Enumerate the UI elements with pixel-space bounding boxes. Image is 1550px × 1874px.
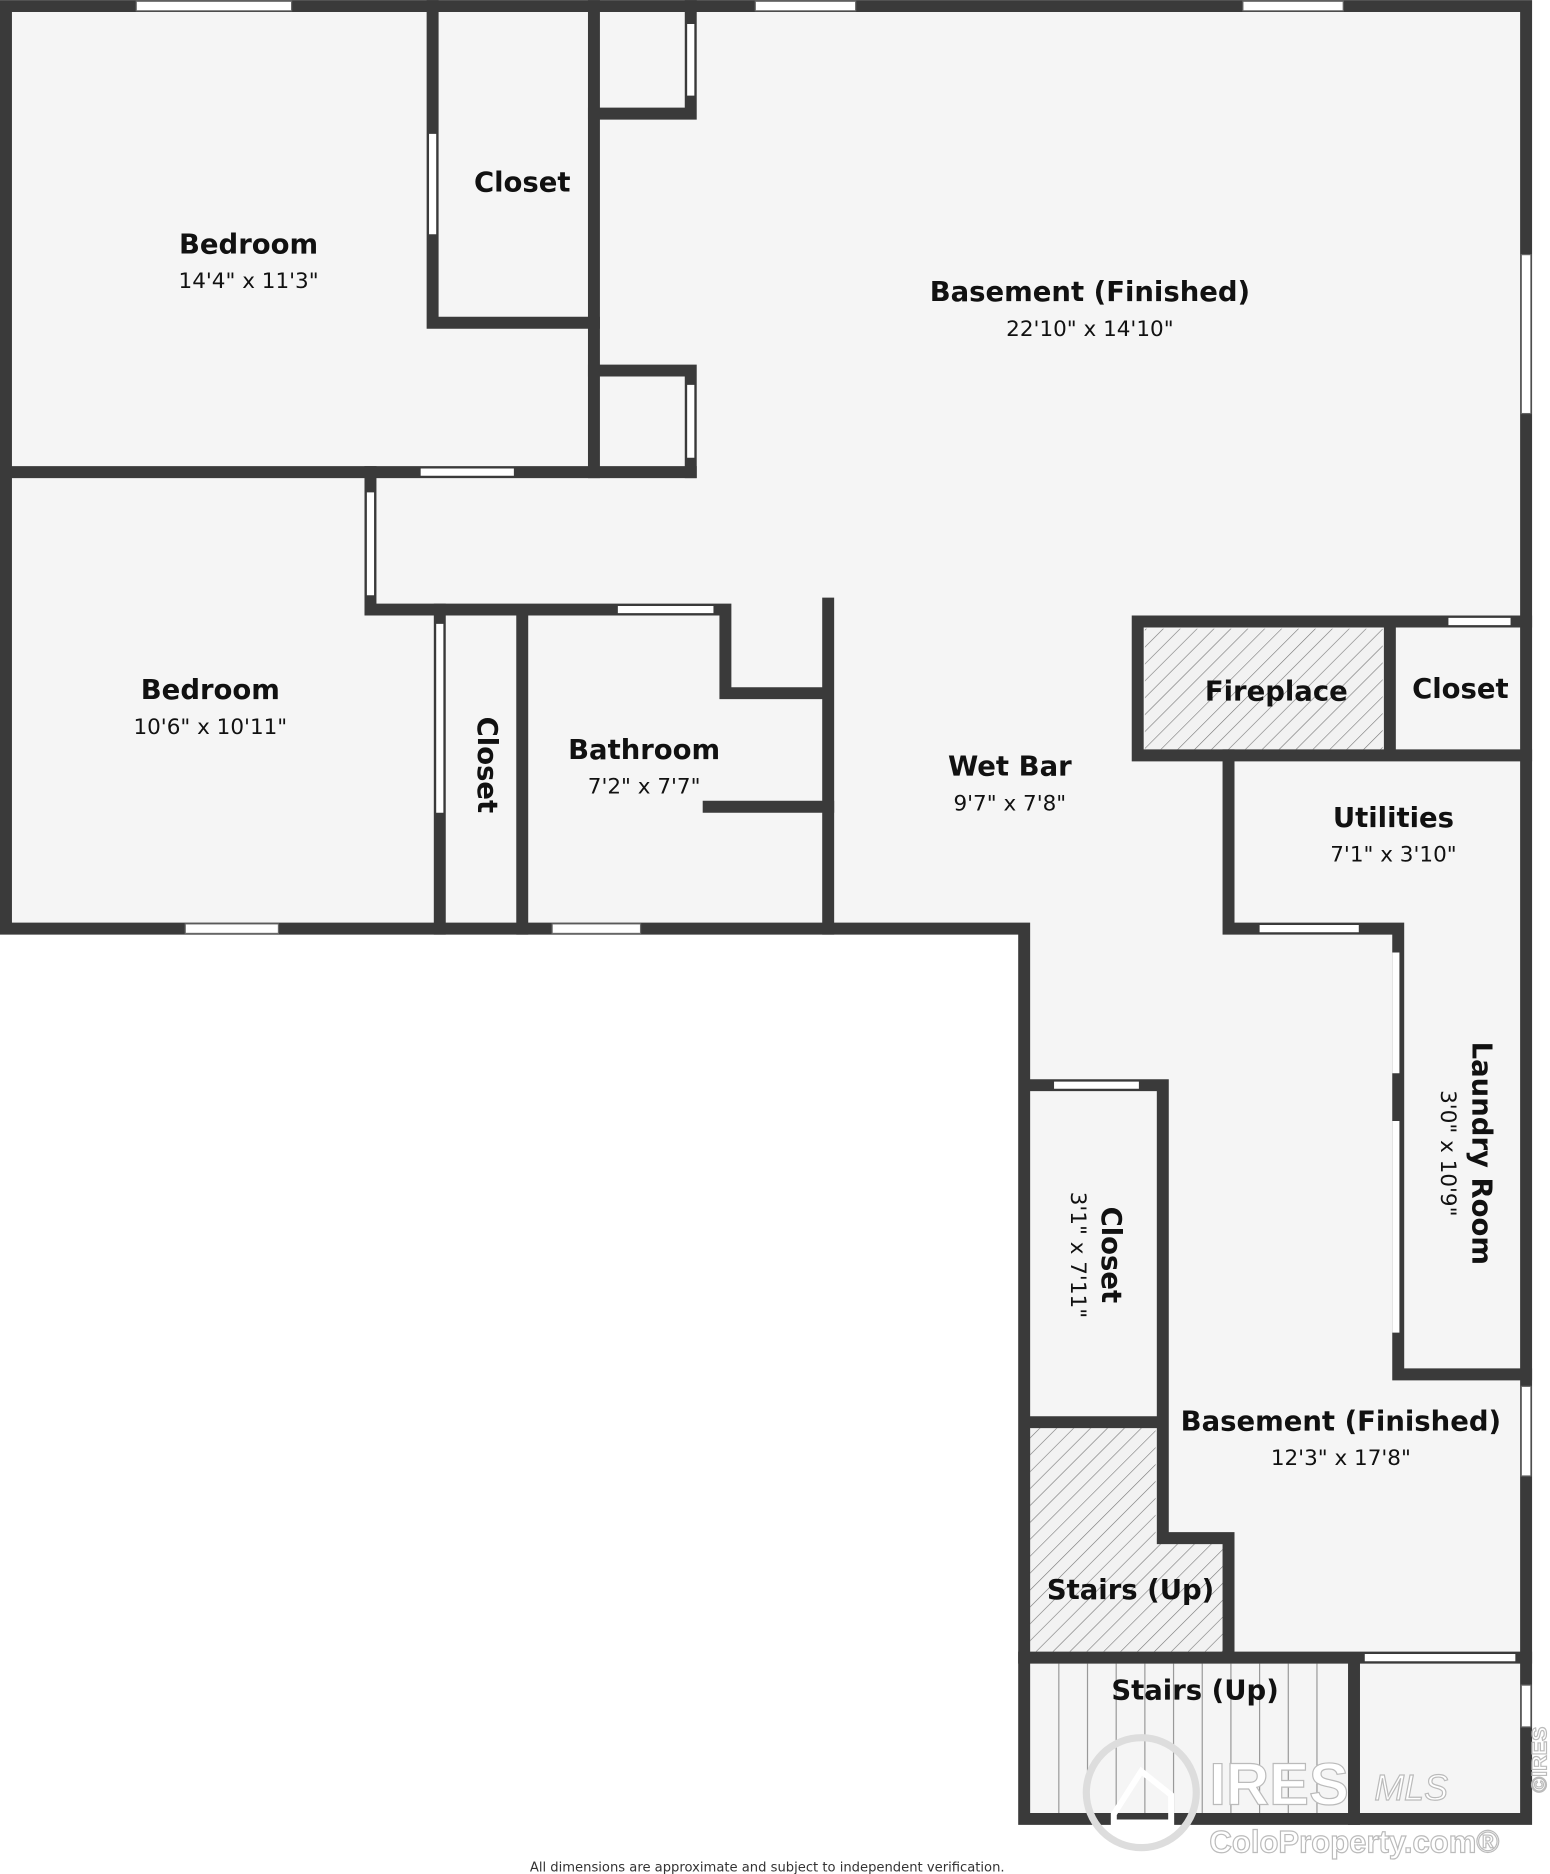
room-closet-3: Closet (1412, 673, 1509, 705)
stair-treads (1058, 1663, 1318, 1813)
doors (366, 23, 1516, 1662)
stairs-hatch (1030, 1428, 1229, 1652)
room-closet-2: Closet (471, 717, 503, 814)
room-bedroom-1: Bedroom 14'4" x 11'3" (179, 228, 319, 294)
room-closet-1: Closet (474, 166, 571, 198)
svg-text:MLS: MLS (1374, 1768, 1448, 1808)
svg-text:7'1" x 3'10": 7'1" x 3'10" (1330, 843, 1456, 868)
watermark: IRES MLS ColoProperty.com® ©IRES (1082, 1726, 1550, 1860)
svg-text:Basement (Finished): Basement (Finished) (930, 276, 1250, 308)
svg-text:3'0" x 10'9": 3'0" x 10'9" (1435, 1090, 1460, 1216)
room-utilities: Utilities 7'1" x 3'10" (1330, 802, 1456, 868)
svg-text:9'7" x 7'8": 9'7" x 7'8" (953, 791, 1066, 816)
room-stairs-1: Stairs (Up) (1047, 1574, 1214, 1606)
fireplace-hatch (1144, 628, 1383, 750)
svg-text:Basement (Finished): Basement (Finished) (1181, 1406, 1501, 1438)
floor-fill (5, 6, 1527, 1819)
svg-text:Stairs (Up): Stairs (Up) (1111, 1674, 1278, 1706)
svg-text:Closet: Closet (1412, 673, 1509, 705)
svg-text:22'10" x 14'10": 22'10" x 14'10" (1006, 317, 1173, 342)
svg-text:Bedroom: Bedroom (141, 674, 280, 706)
room-bedroom-2: Bedroom 10'6" x 10'11" (133, 674, 287, 740)
room-bathroom: Bathroom 7'2" x 7'7" (568, 734, 720, 800)
room-basement-1: Basement (Finished) 22'10" x 14'10" (930, 276, 1250, 342)
svg-text:Bathroom: Bathroom (568, 734, 720, 766)
svg-text:ColoProperty.com®: ColoProperty.com® (1209, 1824, 1499, 1859)
svg-text:Stairs (Up): Stairs (Up) (1047, 1574, 1214, 1606)
svg-text:Closet: Closet (471, 717, 503, 814)
svg-text:Closet: Closet (1095, 1207, 1127, 1304)
svg-text:12'3" x 17'8": 12'3" x 17'8" (1271, 1446, 1411, 1471)
svg-text:Wet Bar: Wet Bar (948, 751, 1072, 783)
disclaimer: All dimensions are approximate and subje… (530, 1861, 1005, 1874)
svg-text:Laundry Room: Laundry Room (1465, 1042, 1497, 1265)
svg-text:Closet: Closet (474, 166, 571, 198)
room-fireplace: Fireplace (1205, 675, 1348, 707)
room-stairs-2: Stairs (Up) (1111, 1674, 1278, 1706)
svg-text:©IRES: ©IRES (1527, 1727, 1550, 1793)
svg-text:Utilities: Utilities (1333, 802, 1454, 834)
svg-text:IRES: IRES (1209, 1751, 1348, 1818)
svg-text:7'2" x 7'7": 7'2" x 7'7" (588, 775, 701, 800)
room-wet-bar: Wet Bar 9'7" x 7'8" (948, 751, 1072, 817)
windows (135, 0, 1532, 1728)
room-basement-2: Basement (Finished) 12'3" x 17'8" (1181, 1406, 1501, 1472)
svg-text:10'6" x 10'11": 10'6" x 10'11" (133, 715, 287, 740)
svg-text:14'4" x 11'3": 14'4" x 11'3" (179, 269, 319, 294)
svg-text:Bedroom: Bedroom (179, 228, 318, 260)
svg-text:3'1" x 7'11": 3'1" x 7'11" (1065, 1192, 1090, 1318)
house-icon (1110, 1766, 1175, 1826)
svg-text:Fireplace: Fireplace (1205, 675, 1348, 707)
